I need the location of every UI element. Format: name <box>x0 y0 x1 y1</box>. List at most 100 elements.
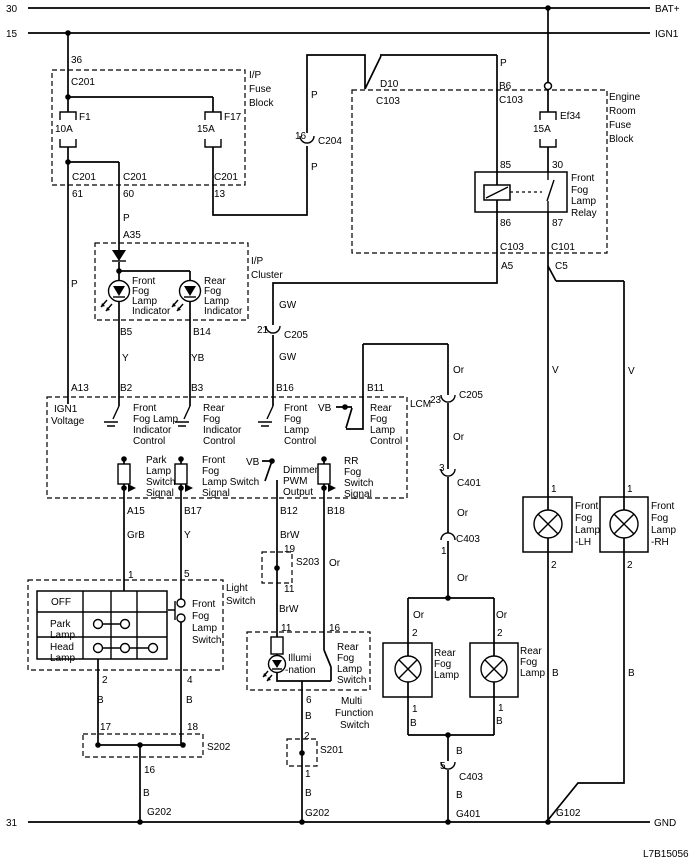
lcm-pin-b17: B17 <box>184 506 202 517</box>
front-fog-indicator-led <box>100 279 131 312</box>
light-switch-wire-b-left: B <box>97 695 104 706</box>
rear-fog-circuit-lamp-r-pin-2: 2 <box>497 628 503 639</box>
connector-c403-5 <box>440 761 456 770</box>
rear-fog-circuit-conn-c401-pin: 3 <box>439 463 445 474</box>
rear-fog-circuit-wire-or-left: Or <box>413 610 425 621</box>
s202-ground-ground-g202: G202 <box>147 807 172 818</box>
light-switch-ffsw-1: Front <box>192 599 216 610</box>
engine-room-fuse-block-box <box>351 89 608 254</box>
engine-room-fuse-block-title-2: Room <box>609 106 636 117</box>
light-switch-pin-5: 5 <box>184 569 190 580</box>
engine-room-fuse-block-pin-a5: A5 <box>501 261 514 272</box>
lcm-to-switches-splice-s203: S203 <box>296 557 320 568</box>
s202-ground-wire-b: B <box>143 788 150 799</box>
lcm-to-switches-splice-19: 19 <box>284 544 296 555</box>
park-signal-resistor <box>117 463 131 485</box>
front-fog-lamps-lamp-lh-name-2: Fog <box>575 513 592 524</box>
fuse-ef34-symbol <box>539 111 557 148</box>
illumination-led <box>262 654 287 682</box>
lcm-park-sig-3: Switch <box>146 477 175 488</box>
inline-connectors <box>265 81 553 770</box>
rear-fog-circuit-wire-or-4: Or <box>457 573 469 584</box>
light-switch-pin-2: 2 <box>102 675 108 686</box>
light-switch-pin-18: 18 <box>187 722 199 733</box>
lcm-rr-sig-2: Fog <box>344 467 361 478</box>
power-rails-rail-15-number: 15 <box>6 29 18 40</box>
front-fog-lamps-lamp-lh-pin-2: 2 <box>551 560 557 571</box>
engine-room-fuse-block-fuse-ef34: Ef34 <box>560 111 581 122</box>
rear-fog-circuit-wire-b-mid: B <box>456 746 463 757</box>
front-fog-lamp-lh <box>522 496 573 553</box>
lcm-rr-sig-3: Switch <box>344 478 373 489</box>
multi-function-switch-wire-b-1: B <box>305 711 312 722</box>
engine-room-fuse-block-title-4: Block <box>609 134 634 145</box>
lcm-ign1-voltage-2: Voltage <box>51 416 85 427</box>
front-fog-lamps-lamp-lh-name-1: Front <box>575 501 599 512</box>
lcm-ffs-sig-4: Signal <box>202 488 230 499</box>
ip-fuse-block-fuse-f1: F1 <box>79 112 91 123</box>
lcm-ffs-sig-1: Front <box>202 455 226 466</box>
park-signal-arrow <box>128 484 136 492</box>
lcm-pin-b16: B16 <box>276 383 294 394</box>
front-fog-lamp-relay <box>474 171 568 213</box>
relay-out-right-v <box>547 212 625 822</box>
engine-room-fuse-block-relay-name-2: Fog <box>571 185 588 196</box>
feed-wires-conn-c103-b6: C103 <box>499 95 523 106</box>
splice-s201-box <box>286 738 318 767</box>
lcm-to-switches-wire-brw-2: BrW <box>279 604 299 615</box>
feed-wires-wire-p-60: P <box>123 213 130 224</box>
ip-fuse-block-pin-36: 36 <box>71 55 83 66</box>
feed-wires-conn-c103-d10: C103 <box>376 96 400 107</box>
rear-fog-indicator-led <box>171 279 202 312</box>
front-fog-lamps-lamp-lh-name-3: Lamp <box>575 525 600 536</box>
lcm-pin-b3: B3 <box>191 383 204 394</box>
ffs-signal-resistor <box>174 463 188 485</box>
light-switch-row-head-2: Lamp <box>50 653 75 664</box>
feed-wires-pin-d10: D10 <box>380 79 399 90</box>
lcm-pin-b12: B12 <box>280 506 298 517</box>
front-fog-lamps-wire-v-left: V <box>552 365 559 376</box>
rear-fog-circuit-lamp-r-name-2: Fog <box>520 657 537 668</box>
lcm-ign1-voltage-1: IGN1 <box>54 404 78 415</box>
b16-ground-switch <box>258 405 274 427</box>
relay-out-left-gw <box>272 212 498 406</box>
front-fog-lamps-lamp-rh-name-2: Fog <box>651 513 668 524</box>
feed-wires-wire-p-c204-top: P <box>311 90 318 101</box>
light-switch-row-head-1: Head <box>50 642 74 653</box>
power-rails-gnd: GND <box>654 818 676 829</box>
ip-cluster-rear-ind-3: Lamp <box>204 296 229 307</box>
multi-function-switch-rear-fog-sw-4: Switch <box>337 675 366 686</box>
relay-coil-diagonal <box>485 186 509 199</box>
lcm-b16-fn-3: Lamp <box>284 425 309 436</box>
ip-cluster-pin-b5: B5 <box>120 327 133 338</box>
ip-cluster-wire-yb: YB <box>191 353 205 364</box>
lamps <box>382 496 649 698</box>
ip-fuse-block-pin-61: 61 <box>72 189 84 200</box>
c205-gw-conn-c205-21: C205 <box>284 330 308 341</box>
light-switch-row-off: OFF <box>51 597 71 608</box>
lcm-b16-fn-2: Fog <box>284 414 301 425</box>
lcm-to-switches-splice-11: 11 <box>284 584 295 595</box>
light-switch-row-park-2: Lamp <box>50 630 75 641</box>
diode-a35 <box>112 250 126 262</box>
feed-wires-wire-p-c204-bot: P <box>311 162 318 173</box>
lcm-b11-fn-2: Fog <box>370 414 387 425</box>
ip-cluster-rear-ind-4: Indicator <box>204 306 243 317</box>
s202-ground-splice-s202: S202 <box>207 742 231 753</box>
ip-fuse-block-fuse-f17: F17 <box>224 112 242 123</box>
ip-fuse-block-title-1: I/P <box>249 70 262 81</box>
power-rails-ign1: IGN1 <box>655 29 679 40</box>
lcm-to-switches-wire-brw-1: BrW <box>280 530 300 541</box>
rear-fog-circuit-ground-g401: G401 <box>456 809 481 820</box>
lcm-b3-fn-3: Indicator <box>203 425 242 436</box>
multi-function-switch-wire-b-2: B <box>305 788 312 799</box>
rear-fog-circuit-conn-c403-5-pin: 5 <box>440 761 446 772</box>
lcm-b11-fn-3: Lamp <box>370 425 395 436</box>
front-fog-lamps-lamp-rh-pin-1: 1 <box>627 484 633 495</box>
connector-c204-16 <box>299 135 315 144</box>
rear-fog-circuit-lamp-l-pin-2: 2 <box>412 628 418 639</box>
engine-room-fuse-block-relay-pin-85: 85 <box>500 160 512 171</box>
connector-c403-1 <box>440 532 456 541</box>
multi-function-switch-pin-2: 2 <box>304 731 310 742</box>
ip-fuse-block-conn-c201-61: C201 <box>72 172 96 183</box>
